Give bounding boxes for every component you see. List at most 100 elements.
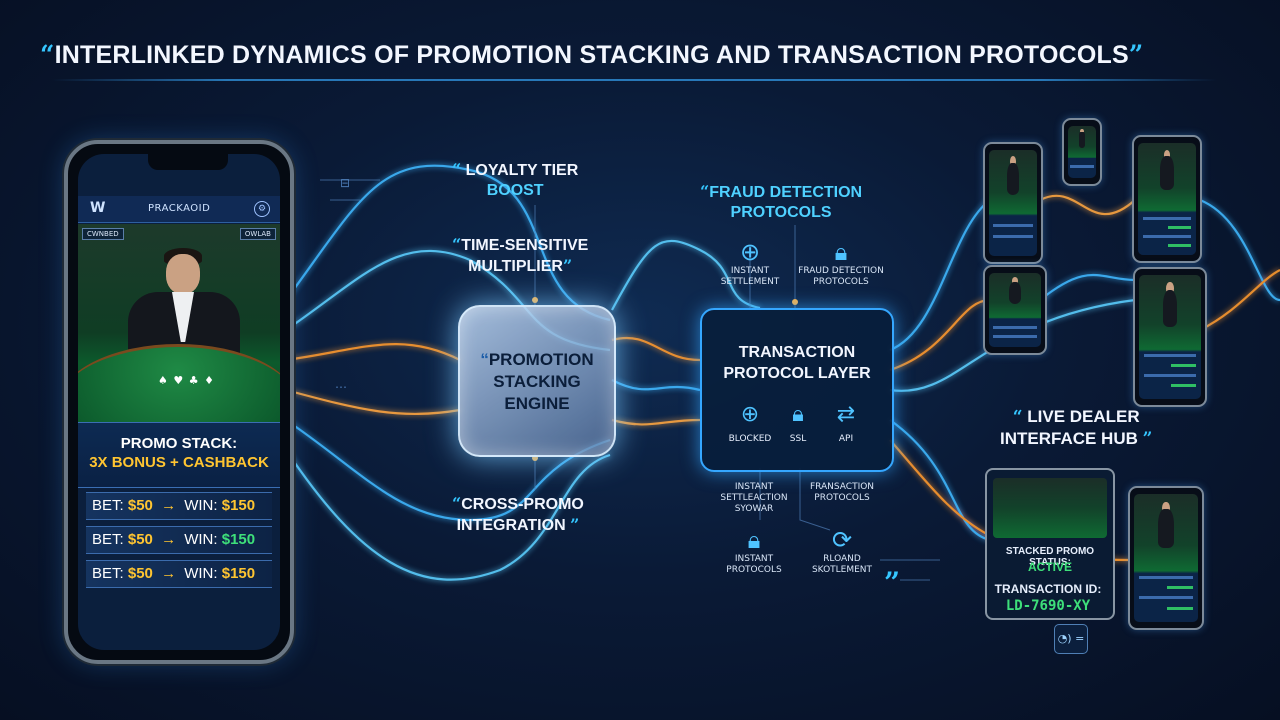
hub-dealer-video [993, 478, 1107, 538]
promo-stack-panel: PROMO STACK: 3X BONUS + CASHBACK [78, 422, 280, 488]
loyalty-tier-line1: LOYALTY TIER [465, 162, 579, 179]
app-logo[interactable]: W [90, 200, 106, 216]
win-amount: $150 [221, 565, 256, 582]
bet-amount: $50 [127, 497, 153, 514]
connector-line [320, 179, 380, 201]
bet-label: BET: [92, 565, 124, 582]
bet-label: BET: [92, 497, 124, 514]
cross-promo-label: “CROSS-PROMO INTEGRATION ” [452, 494, 584, 534]
page-title: “INTERLINKED DYNAMICS OF PROMOTION STACK… [40, 40, 1144, 69]
app-header: W PRACKAOID ⚙ [78, 196, 280, 223]
transaction-layer-title: TRANSACTION PROTOCOL LAYER [702, 342, 892, 384]
bet-label: BET: [92, 531, 124, 548]
mini-phone[interactable] [1062, 118, 1102, 186]
live-dealer-hub-label: “ LIVE DEALER INTERFACE HUB ” [1000, 407, 1153, 449]
promo-status-value: ACTIVE [1027, 560, 1072, 574]
live-dealer-hub-panel[interactable]: STACKED PROMO STATUS: ACTIVE [985, 468, 1115, 620]
flow-line [889, 419, 991, 542]
time-sensitive-line1: TIME-SENSITIVE [461, 237, 589, 254]
flow-line [285, 449, 611, 581]
arrow-icon: → [161, 531, 177, 548]
flow-line [611, 418, 701, 426]
hub-label-line1: LIVE DEALER [1027, 407, 1140, 426]
ssl-caption: SSL [789, 434, 807, 444]
win-amount: $150 [221, 497, 256, 514]
bet-row[interactable]: BET: $50 → WIN: $150 [86, 560, 272, 588]
promotion-stacking-engine[interactable]: “PROMOTION STACKING ENGINE [458, 305, 616, 457]
flow-line [889, 199, 991, 352]
transaction-id-value: LD-7690-XY [1005, 598, 1091, 614]
promo-title: PROMO STACK: [120, 435, 238, 452]
flow-line [1199, 198, 1280, 302]
mini-phone[interactable] [1132, 135, 1202, 263]
mini-phone[interactable] [983, 265, 1047, 355]
flow-line [285, 343, 461, 362]
app-name: PRACKAOID [148, 203, 211, 214]
time-sensitive-label: “TIME-SENSITIVE MULTIPLIER” [452, 235, 589, 275]
flow-line [285, 419, 611, 522]
quote-mark-icon: ” [884, 566, 901, 599]
transaction-id-label: TRANSACTION ID: [994, 582, 1102, 596]
bet-amount: $50 [127, 531, 153, 548]
connector-dot [792, 299, 798, 305]
flow-line [1039, 194, 1136, 216]
toggle-button[interactable]: ◔) = [1054, 624, 1088, 654]
handshake-icon: ⇄ [836, 402, 856, 427]
hub-label-line2: INTERFACE HUB [1000, 429, 1138, 448]
playing-cards: ♠ ♥ ♣ ♦ [158, 374, 215, 387]
refresh-user-icon: ⟳ [831, 526, 853, 554]
fraud-detection-label: “FRAUD DETECTION PROTOCOLS [700, 182, 863, 221]
flow-line [889, 298, 991, 372]
mini-phone[interactable] [1128, 486, 1204, 630]
engine-line1: PROMOTION [488, 350, 594, 369]
win-label: WIN: [184, 565, 218, 582]
connector-line [799, 468, 831, 531]
transaction-protocol-layer[interactable]: TRANSACTION PROTOCOL LAYER ⊕ 🔒︎ ⇄ BLOCKE… [700, 308, 894, 472]
flow-line [285, 388, 461, 416]
connector-line [880, 559, 940, 581]
circuit-icon: ⋯ [335, 380, 347, 394]
mini-phone[interactable] [1133, 267, 1207, 407]
win-amount: $150 [221, 531, 256, 548]
video-tag-left: CWNBED [82, 228, 124, 240]
settings-icon[interactable]: ⚙ [254, 201, 270, 217]
bet-row[interactable]: BET: $50 → WIN: $150 [86, 492, 272, 520]
bet-amount: $50 [127, 565, 153, 582]
bet-row[interactable]: BET: $50 → WIN: $150 [86, 526, 272, 554]
promo-status-label: STACKED PROMO STATUS: [1005, 546, 1095, 568]
loyalty-tier-label: “ LOYALTY TIER BOOST [452, 160, 579, 199]
globe-icon: ⊕ [740, 402, 760, 427]
phone-screen: W PRACKAOID ⚙ ♠ ♥ ♣ ♦ CWNBED OWLAB PROMO… [78, 154, 280, 650]
mini-phone[interactable] [983, 142, 1043, 264]
blocked-caption: BLOCKED [728, 434, 772, 444]
flow-line [611, 379, 701, 392]
lock-icon: 🔒︎ [747, 526, 761, 554]
lock-icon: 🔒︎ [834, 238, 848, 266]
promo-value: 3X BONUS + CASHBACK [89, 454, 269, 471]
connector-dot [532, 297, 538, 303]
globe-icon: ⊕ [739, 238, 761, 266]
arrow-icon: → [161, 565, 177, 582]
live-dealer-video: ♠ ♥ ♣ ♦ CWNBED OWLAB [78, 224, 280, 467]
flow-line [889, 298, 1136, 392]
win-label: WIN: [184, 497, 218, 514]
fraud-detection-line2: PROTOCOLS [730, 204, 832, 221]
flow-line [611, 239, 761, 311]
loyalty-tier-line2: BOOST [486, 182, 544, 199]
cross-promo-line1: CROSS-PROMO [461, 496, 584, 513]
flow-line [285, 164, 611, 322]
flow-line [1199, 269, 1280, 331]
lock-icon: 🔒︎ [792, 402, 804, 427]
bet-list: BET: $50 → WIN: $150 BET: $50 → WIN: $15… [86, 492, 272, 594]
transaction-layer-line2: PROTOCOL LAYER [723, 365, 871, 382]
title-text: INTERLINKED DYNAMICS OF PROMOTION STACKI… [54, 41, 1129, 69]
fraud-detection-line1: FRAUD DETECTION [709, 184, 863, 201]
win-label: WIN: [184, 531, 218, 548]
phone-notch [148, 154, 228, 170]
flow-line [1039, 273, 1136, 301]
